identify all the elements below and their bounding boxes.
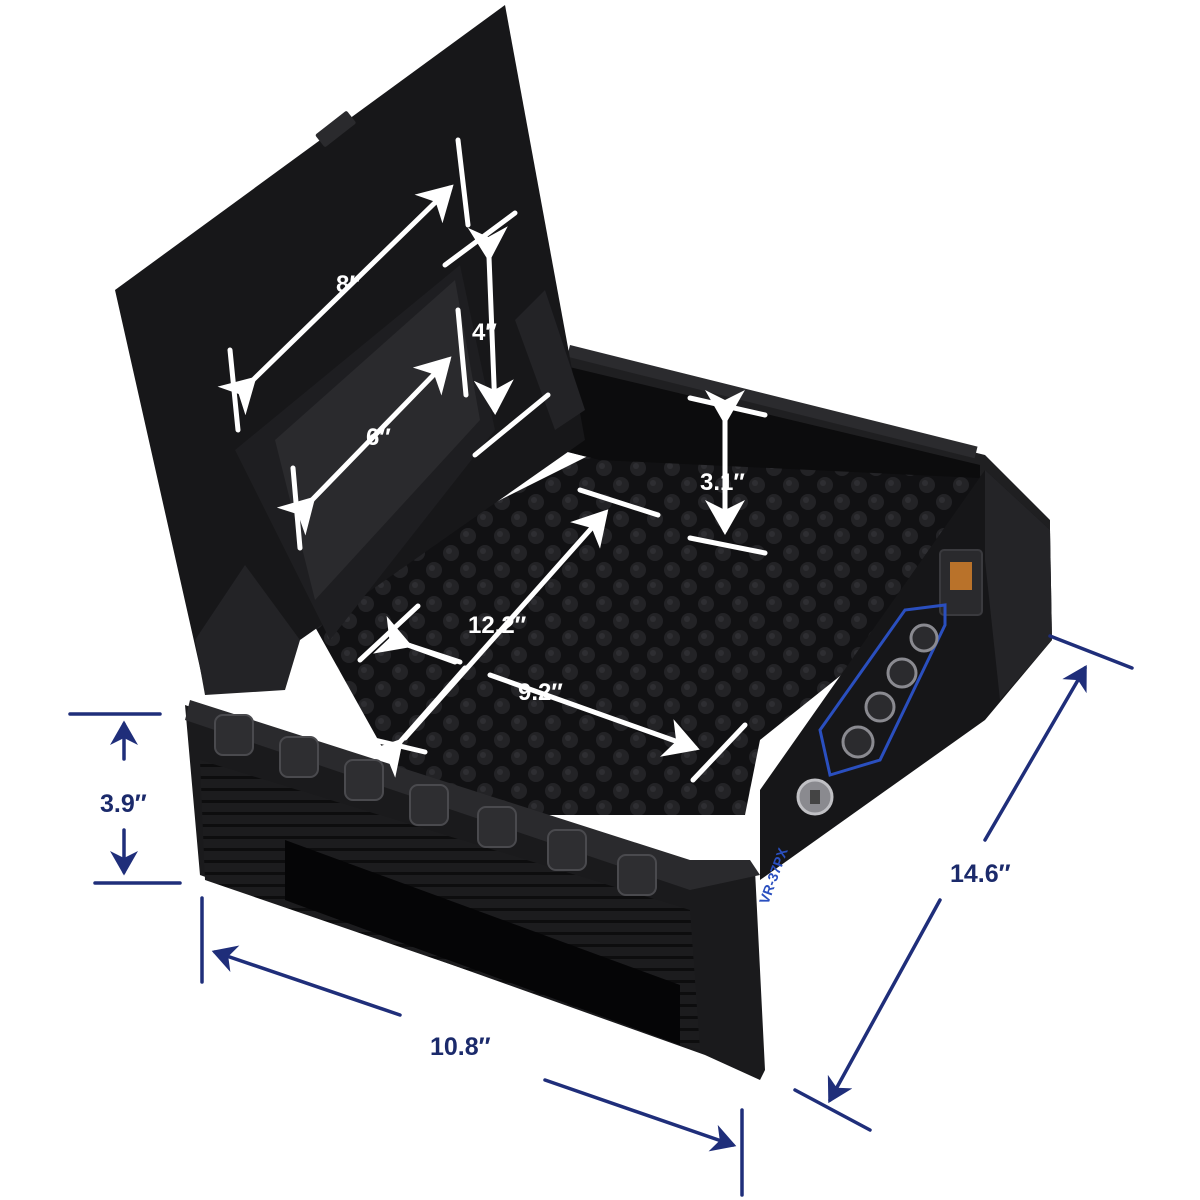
exterior-dimensions: 3.9″ 10.8″ 14.6″: [68, 634, 1134, 1197]
dim-pocket-height: 4″: [472, 319, 497, 346]
interior-dimensions: 8″ 4″ 6″ 3.1″ 12.2″ 9.2″: [217, 137, 768, 783]
safe-body: [185, 344, 1052, 1080]
right-rim-bumpers: [567, 344, 978, 459]
front-slot: [285, 840, 680, 1045]
hinge-right: [515, 290, 585, 430]
keypad-button-3: [886, 657, 918, 689]
lid-logo: [315, 111, 356, 147]
interior-foam: [300, 450, 985, 815]
dim-interior-width: 9.2″: [518, 679, 563, 706]
right-chamfer: [985, 470, 1052, 700]
dim-pocket-width: 6″: [366, 424, 391, 451]
dim-exterior-width: 10.8″: [430, 1033, 491, 1061]
dim-lid-width: 8″: [336, 271, 361, 298]
dim-exterior-height: 3.9″: [100, 790, 147, 818]
dim-interior-length: 12.2″: [468, 612, 527, 639]
keypad-button-4: [909, 623, 939, 653]
front-bumpers: [185, 700, 760, 896]
interior-back-wall: [540, 360, 980, 478]
keypad: VR-37PX: [756, 549, 983, 906]
keypad-outline: [818, 603, 947, 777]
hinge-left: [195, 565, 300, 695]
keypad-button-1: [841, 725, 875, 759]
keypad-button-2: [864, 691, 896, 723]
dim-exterior-length: 14.6″: [950, 860, 1011, 888]
dim-interior-depth: 3.1″: [700, 469, 745, 496]
